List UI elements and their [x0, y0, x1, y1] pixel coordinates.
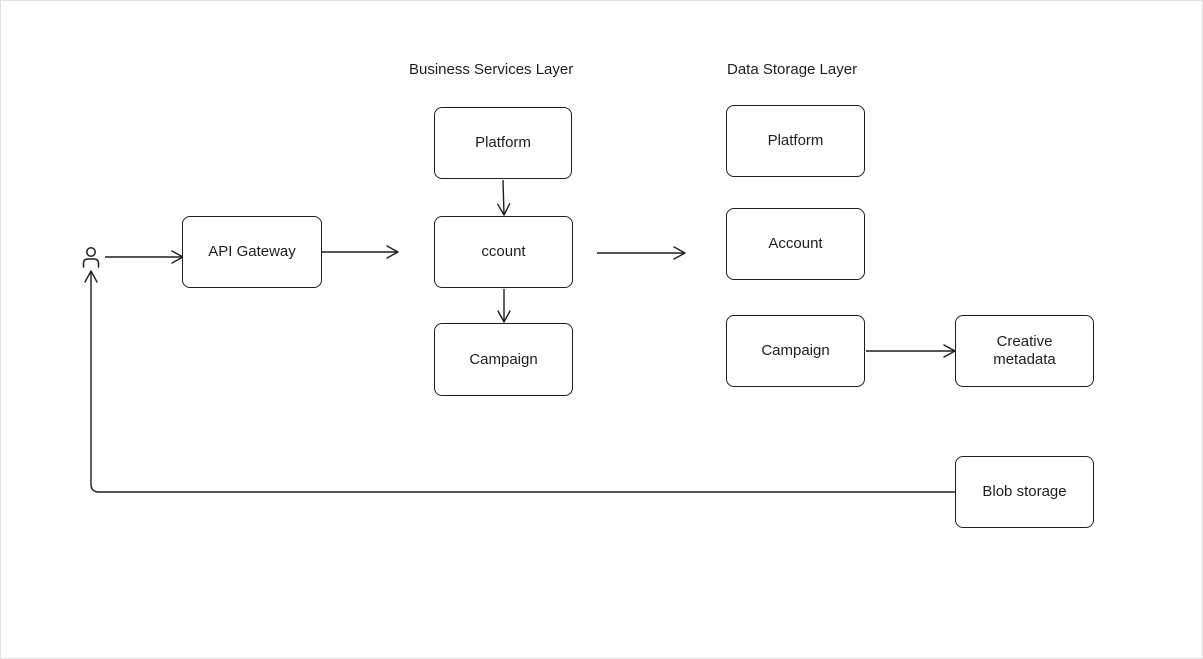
storage-platform-label: Platform [767, 132, 824, 149]
storage-campaign-label: Campaign [761, 342, 830, 359]
storage-account-node[interactable]: Account [726, 208, 865, 280]
data-storage-layer-title: Data Storage Layer [727, 61, 858, 78]
blob-storage-node[interactable]: Blob storage [955, 456, 1094, 528]
api-gateway-node[interactable]: API Gateway [182, 216, 322, 288]
storage-account-label: Account [768, 235, 823, 252]
business-campaign-label: Campaign [469, 350, 538, 368]
business-platform-node[interactable]: Platform [434, 107, 572, 179]
business-campaign-node[interactable]: Campaign [434, 323, 573, 396]
creative-metadata-label: Creative metadata [993, 333, 1056, 368]
business-services-layer-title: Business Services Layer [409, 61, 574, 78]
business-account-node[interactable]: ccount [434, 216, 573, 288]
api-gateway-label: API Gateway [208, 243, 296, 260]
storage-platform-node[interactable]: Platform [726, 105, 865, 177]
edge-biz-platform-to-account [496, 179, 511, 216]
business-platform-label: Platform [475, 134, 531, 151]
user-icon [82, 247, 100, 268]
storage-campaign-node[interactable]: Campaign [726, 315, 865, 387]
business-account-label: ccount [481, 243, 526, 260]
creative-metadata-node[interactable]: Creative metadata [955, 315, 1094, 387]
blob-storage-label: Blob storage [982, 483, 1067, 500]
